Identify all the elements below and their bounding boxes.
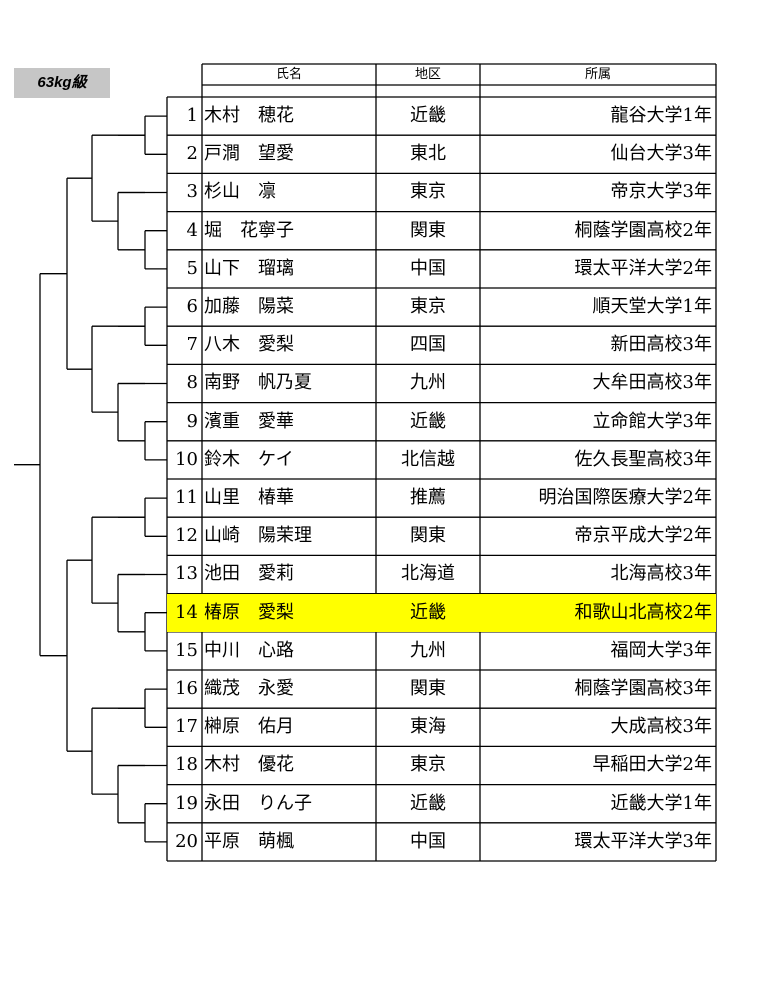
player-affiliation: 福岡大学3年 xyxy=(610,639,712,661)
player-affiliation: 和歌山北高校2年 xyxy=(574,601,712,623)
seed-number: 4 xyxy=(186,219,198,241)
player-affiliation: 順天堂大学1年 xyxy=(592,296,712,317)
player-name: 鈴木 ケイ xyxy=(204,448,294,470)
seed-number: 12 xyxy=(175,525,198,547)
player-region: 関東 xyxy=(410,678,446,699)
seed-number: 19 xyxy=(175,792,198,814)
player-name: 木村 優花 xyxy=(204,754,294,776)
player-region: 中国 xyxy=(410,257,446,279)
player-affiliation: 新田高校3年 xyxy=(610,334,712,356)
player-name: 南野 帆乃夏 xyxy=(204,372,312,394)
player-affiliation: 帝京平成大学2年 xyxy=(574,525,712,547)
seed-number: 11 xyxy=(175,487,198,508)
header-name: 氏名 xyxy=(275,67,302,82)
seed-number: 15 xyxy=(175,639,198,661)
header-affiliation: 所属 xyxy=(584,67,611,82)
player-name: 椿原 愛梨 xyxy=(204,601,294,623)
player-region: 東京 xyxy=(410,754,446,776)
seed-number: 16 xyxy=(175,678,198,699)
player-affiliation: 環太平洋大学3年 xyxy=(574,830,712,852)
player-region: 推薦 xyxy=(410,487,446,508)
seed-number: 2 xyxy=(186,143,198,165)
player-name: 加藤 陽菜 xyxy=(204,296,294,317)
highlight-row xyxy=(167,593,716,632)
player-name: 木村 穂花 xyxy=(204,105,294,126)
player-name: 山崎 陽茉理 xyxy=(204,525,312,547)
player-name: 榊原 佑月 xyxy=(204,716,294,738)
player-region: 九州 xyxy=(410,639,446,661)
seed-number: 1 xyxy=(186,105,198,126)
player-region: 東北 xyxy=(410,143,446,165)
player-name: 中川 心路 xyxy=(204,639,294,661)
player-affiliation: 桐蔭学園高校3年 xyxy=(574,678,712,699)
player-region: 東京 xyxy=(410,181,446,203)
player-region: 四国 xyxy=(410,334,446,356)
seed-number: 18 xyxy=(175,754,198,776)
weight-class-label: 63kg級 xyxy=(14,68,110,98)
player-affiliation: 佐久長聖高校3年 xyxy=(574,448,712,470)
player-region: 近畿 xyxy=(410,792,446,814)
player-region: 関東 xyxy=(410,219,446,241)
seed-number: 8 xyxy=(186,372,198,394)
player-affiliation: 帝京大学3年 xyxy=(610,181,712,203)
player-region: 中国 xyxy=(410,830,446,852)
player-affiliation: 仙台大学3年 xyxy=(610,143,712,165)
seed-number: 17 xyxy=(175,716,198,738)
player-region: 近畿 xyxy=(410,601,446,623)
player-region: 東海 xyxy=(410,716,446,738)
seed-number: 9 xyxy=(186,410,198,432)
player-affiliation: 早稲田大学2年 xyxy=(592,754,712,776)
player-name: 山下 瑠璃 xyxy=(204,257,294,279)
player-affiliation: 立命館大学3年 xyxy=(592,410,712,432)
seed-number: 13 xyxy=(175,563,198,585)
seed-number: 6 xyxy=(186,296,198,317)
player-name: 池田 愛莉 xyxy=(204,563,294,585)
seed-number: 5 xyxy=(186,257,198,279)
player-region: 北海道 xyxy=(401,563,455,585)
seed-number: 3 xyxy=(186,181,198,203)
player-affiliation: 環太平洋大学2年 xyxy=(574,257,712,279)
player-affiliation: 龍谷大学1年 xyxy=(610,105,712,126)
player-region: 九州 xyxy=(410,372,446,394)
player-region: 東京 xyxy=(410,296,446,317)
player-region: 近畿 xyxy=(410,105,446,126)
player-affiliation: 桐蔭学園高校2年 xyxy=(574,219,712,241)
seed-number: 10 xyxy=(175,448,198,470)
player-name: 杉山 凛 xyxy=(204,181,276,203)
player-name: 堀 花寧子 xyxy=(204,219,294,241)
player-name: 戸澗 望愛 xyxy=(204,143,294,165)
player-name: 八木 愛梨 xyxy=(204,334,294,356)
player-region: 北信越 xyxy=(401,448,455,470)
player-region: 関東 xyxy=(410,525,446,547)
player-affiliation: 明治国際医療大学2年 xyxy=(538,487,712,508)
player-name: 濱重 愛華 xyxy=(204,410,294,432)
player-name: 山里 椿華 xyxy=(204,487,294,508)
seed-number: 7 xyxy=(186,334,198,356)
seed-number: 20 xyxy=(175,830,198,852)
player-affiliation: 北海高校3年 xyxy=(610,563,712,585)
seed-number: 14 xyxy=(175,601,198,623)
player-name: 永田 りん子 xyxy=(204,792,312,814)
player-affiliation: 近畿大学1年 xyxy=(610,792,712,814)
player-affiliation: 大牟田高校3年 xyxy=(592,372,712,394)
player-name: 織茂 永愛 xyxy=(204,678,294,699)
player-affiliation: 大成高校3年 xyxy=(610,716,712,738)
header-region: 地区 xyxy=(414,67,441,82)
player-name: 平原 萌楓 xyxy=(204,830,294,852)
player-region: 近畿 xyxy=(410,410,446,432)
